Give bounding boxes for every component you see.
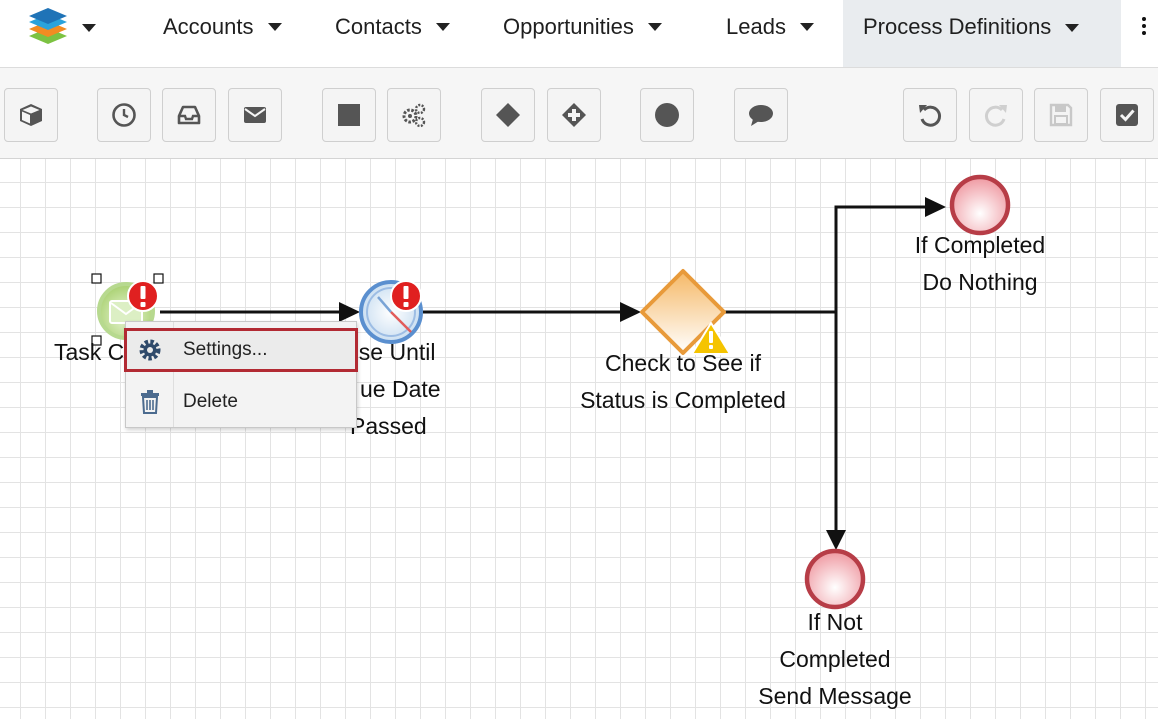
check-square-icon bbox=[1116, 104, 1138, 126]
pause-label-line1: use Until bbox=[346, 339, 436, 365]
check-status-gateway[interactable] bbox=[640, 269, 731, 355]
annotation-button[interactable] bbox=[734, 88, 788, 142]
circle-icon bbox=[655, 103, 679, 127]
layers-logo-icon bbox=[29, 8, 67, 44]
caret-down-icon bbox=[799, 23, 814, 31]
arrow-head-icon bbox=[826, 530, 846, 550]
nav-opportunities-label: Opportunities bbox=[503, 14, 634, 39]
arrow-head-icon bbox=[620, 302, 641, 322]
error-badge-icon bbox=[390, 280, 422, 312]
nav-process-definitions[interactable]: Process Definitions bbox=[843, 0, 1121, 67]
gateway-label-line2: Status is Completed bbox=[580, 387, 786, 413]
save-button[interactable] bbox=[1034, 88, 1088, 142]
menu-item-delete-label: Delete bbox=[183, 391, 238, 412]
end-event-not-completed[interactable] bbox=[804, 548, 866, 610]
envelope-icon bbox=[244, 107, 266, 123]
end-not-completed-label: If Not Completed Send Message bbox=[735, 604, 935, 715]
cube-icon bbox=[20, 104, 42, 126]
menu-item-delete[interactable]: Delete bbox=[126, 382, 356, 422]
diagram-canvas[interactable]: Task C use Until ue Date Passed Check to… bbox=[0, 159, 1158, 719]
nav-contacts[interactable]: Contacts bbox=[335, 0, 450, 54]
end-not-completed-line2: Completed bbox=[779, 646, 891, 672]
selection-handle[interactable] bbox=[153, 273, 164, 284]
app-logo[interactable] bbox=[26, 6, 96, 48]
context-menu: Settings... Delete bbox=[124, 321, 358, 428]
nav-accounts-label: Accounts bbox=[163, 14, 254, 39]
error-badge-icon bbox=[127, 280, 159, 312]
diamond-icon bbox=[496, 103, 520, 127]
caret-down-icon bbox=[647, 23, 662, 31]
caret-down-icon bbox=[435, 23, 450, 31]
task-label-line1: Task C bbox=[54, 339, 125, 365]
undo-icon bbox=[919, 105, 942, 127]
pause-timer-event[interactable] bbox=[359, 280, 423, 344]
designer-toolbar bbox=[0, 68, 1158, 159]
end-completed-label: If Completed Do Nothing bbox=[880, 227, 1080, 301]
nav-leads-label: Leads bbox=[726, 14, 786, 39]
diamond-plus-icon bbox=[562, 103, 586, 127]
end-event-completed[interactable] bbox=[949, 174, 1011, 236]
comment-icon bbox=[749, 105, 773, 126]
logo-caret-icon bbox=[82, 24, 96, 32]
menu-item-settings-label: Settings... bbox=[183, 339, 268, 360]
pause-label-line3: Passed bbox=[350, 413, 427, 439]
undo-button[interactable] bbox=[903, 88, 957, 142]
nav-process-definitions-label: Process Definitions bbox=[863, 14, 1052, 39]
nav-leads[interactable]: Leads bbox=[726, 0, 814, 54]
nav-accounts[interactable]: Accounts bbox=[163, 0, 282, 54]
task-event-label: Task C bbox=[54, 334, 124, 371]
clock-icon bbox=[112, 103, 136, 127]
selection-handle[interactable] bbox=[91, 335, 102, 346]
gears-icon bbox=[402, 103, 426, 128]
inbox-button[interactable] bbox=[162, 88, 216, 142]
end-not-completed-line1: If Not bbox=[807, 609, 863, 635]
message-event-button[interactable] bbox=[228, 88, 282, 142]
flow-to-completed[interactable] bbox=[834, 205, 928, 312]
validate-button[interactable] bbox=[1100, 88, 1154, 142]
parallel-gateway-button[interactable] bbox=[547, 88, 601, 142]
trash-icon bbox=[141, 390, 159, 414]
more-menu-icon[interactable] bbox=[1139, 14, 1153, 40]
gateway-label: Check to See if Status is Completed bbox=[563, 345, 803, 419]
menu-item-settings[interactable]: Settings... bbox=[124, 328, 358, 372]
subprocess-button[interactable] bbox=[387, 88, 441, 142]
arrow-head-icon bbox=[339, 302, 360, 322]
square-icon bbox=[338, 104, 360, 126]
timer-event-button[interactable] bbox=[97, 88, 151, 142]
redo-button[interactable] bbox=[969, 88, 1023, 142]
nav-opportunities[interactable]: Opportunities bbox=[503, 0, 662, 54]
warning-badge-icon bbox=[691, 322, 731, 355]
selection-handle[interactable] bbox=[91, 273, 102, 284]
task-button[interactable] bbox=[322, 88, 376, 142]
inbox-icon bbox=[177, 105, 201, 125]
caret-down-icon bbox=[1065, 24, 1080, 32]
nav-contacts-label: Contacts bbox=[335, 14, 422, 39]
top-navigation: Accounts Contacts Opportunities Leads Pr… bbox=[0, 0, 1158, 68]
end-completed-line1: If Completed bbox=[914, 232, 1046, 258]
pause-event-label: use Until ue Date Passed bbox=[346, 334, 466, 445]
end-completed-line2: Do Nothing bbox=[922, 269, 1038, 295]
gateway-label-line1: Check to See if bbox=[605, 350, 761, 376]
redo-icon bbox=[984, 105, 1007, 127]
cube-button[interactable] bbox=[4, 88, 58, 142]
caret-down-icon bbox=[267, 23, 282, 31]
arrow-head-icon bbox=[925, 197, 946, 217]
sequence-flows bbox=[160, 197, 946, 550]
context-menu-icon-column bbox=[126, 322, 174, 427]
save-icon bbox=[1049, 103, 1073, 127]
gateway-button[interactable] bbox=[481, 88, 535, 142]
gear-icon bbox=[139, 339, 161, 361]
end-not-completed-line3: Send Message bbox=[758, 683, 912, 709]
pause-label-line2: ue Date bbox=[360, 376, 441, 402]
end-event-button[interactable] bbox=[640, 88, 694, 142]
